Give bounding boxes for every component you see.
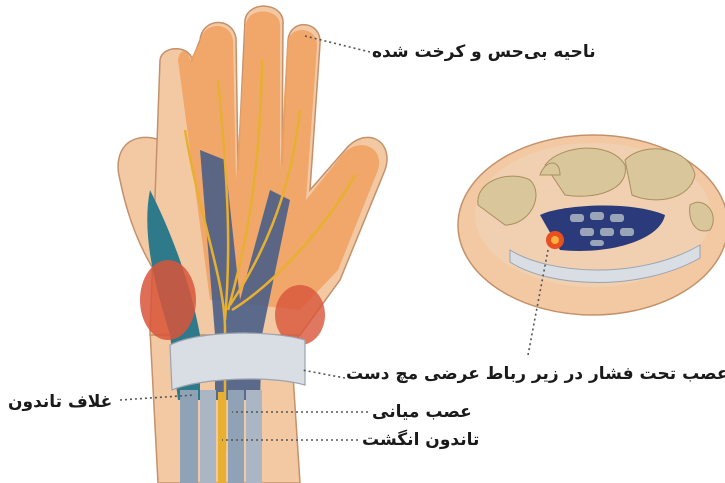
wrist-tendons [180, 390, 262, 483]
wrist-cross-section [458, 135, 725, 315]
label-compressed-nerve: عصب تحت فشار در زیر رباط عرضی مچ دست [346, 366, 725, 383]
label-median-nerve: عصب میانی [372, 404, 472, 421]
thenar-muscle [140, 260, 196, 340]
label-numb-area: ناحیه بی‌حس و کرخت شده [372, 44, 596, 61]
label-finger-tendon: تاندون انگشت [362, 432, 479, 449]
label-tendon-sheath: غلاف تاندون [8, 394, 112, 411]
